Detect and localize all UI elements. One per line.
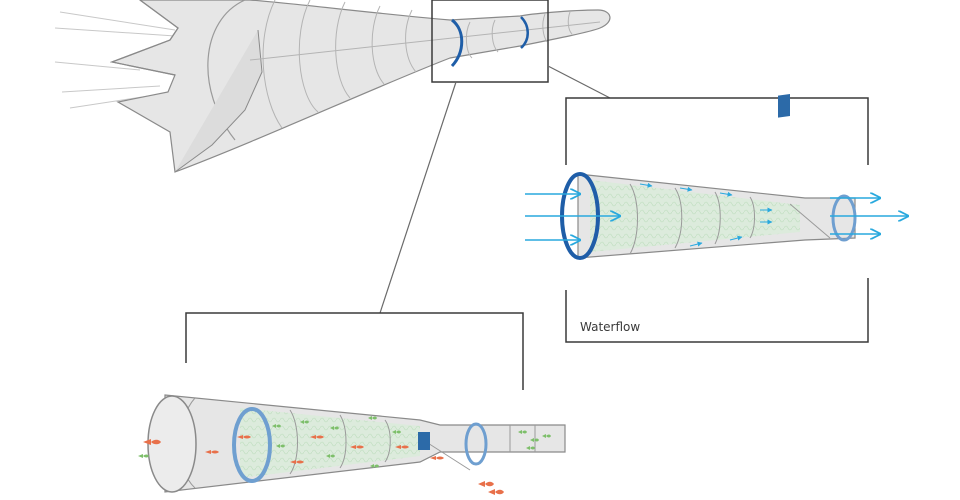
fish-icon xyxy=(478,481,494,487)
waterflow-label: Waterflow xyxy=(580,320,641,334)
fish-icon xyxy=(276,444,285,448)
fish-icon xyxy=(430,456,444,460)
ring-large-overview xyxy=(450,18,464,68)
fish-icon xyxy=(542,434,551,438)
fish-funnel-mouth xyxy=(147,395,197,493)
fish-icon xyxy=(237,435,251,439)
fish-icon xyxy=(350,445,364,449)
fish-icon xyxy=(138,454,149,458)
overview-trawl-net xyxy=(54,0,611,173)
waterflow-detail xyxy=(525,93,908,343)
exit-grid xyxy=(418,432,430,450)
fish-icon xyxy=(300,420,309,424)
waterflow-ribs xyxy=(629,183,831,255)
fish-icon xyxy=(392,430,401,434)
ring-small-overview xyxy=(520,16,529,49)
ring-small xyxy=(831,194,857,242)
fish-icon xyxy=(205,450,219,454)
fish-icon xyxy=(330,426,339,430)
fish-icon xyxy=(368,416,377,420)
green-fish-group xyxy=(138,416,551,468)
net-ribs xyxy=(249,0,601,129)
fish-icon xyxy=(370,464,379,468)
net-body xyxy=(109,0,611,173)
fish-icon xyxy=(526,446,535,450)
fish-icon xyxy=(395,445,409,449)
fish-icon xyxy=(326,454,335,458)
fish-icon xyxy=(143,439,161,445)
selection-box xyxy=(431,0,549,83)
fish-frame xyxy=(185,312,524,390)
orange-fish-group xyxy=(143,435,504,495)
fish-icon xyxy=(310,435,324,439)
internal-flow-arrows xyxy=(639,182,773,247)
fish-detail xyxy=(138,312,566,495)
ring-small xyxy=(464,422,488,466)
ring-large xyxy=(232,407,272,483)
fish-icon xyxy=(488,489,504,495)
fish-icon xyxy=(272,424,281,428)
net-wing-upper xyxy=(109,0,179,76)
fish-icon xyxy=(530,438,539,442)
inflow-arrows xyxy=(525,194,620,240)
outflow-arrows xyxy=(830,198,908,234)
connector-lines xyxy=(379,65,611,314)
fish-icon xyxy=(290,460,304,464)
exit-grid xyxy=(778,93,790,118)
waterflow-frame xyxy=(565,97,869,343)
tow-lines xyxy=(54,11,176,109)
fish-icon xyxy=(518,430,527,434)
